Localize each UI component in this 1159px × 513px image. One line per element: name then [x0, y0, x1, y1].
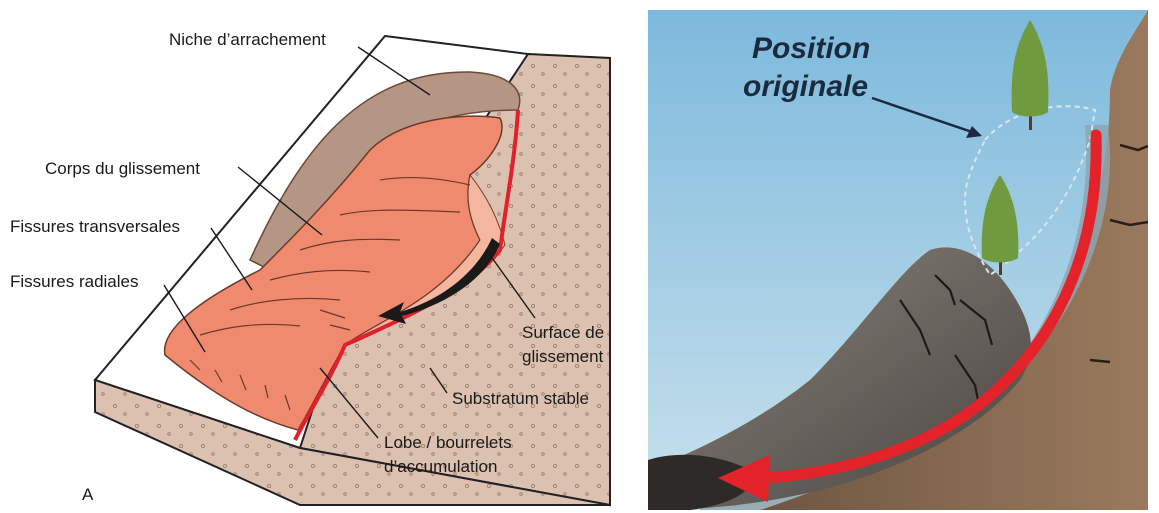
label-lobe-line2: d’accumulation [384, 457, 497, 476]
label-lobe-line1: Lobe / bourrelets [384, 433, 512, 452]
label-substratum: Substratum stable [452, 389, 589, 408]
landslide-block-diagram: Niche d’arrachement Corps du glissement … [10, 30, 610, 505]
label-position-line1: Position [752, 32, 870, 65]
landslide-cross-section: Position originale [648, 10, 1148, 510]
label-corps: Corps du glissement [45, 159, 200, 178]
label-fissures-transversales: Fissures transversales [10, 217, 180, 236]
label-position-line2: originale [743, 70, 868, 103]
label-fissures-radiales: Fissures radiales [10, 272, 139, 291]
label-surface-line1: Surface de [522, 323, 604, 342]
label-niche: Niche d’arrachement [169, 30, 326, 49]
label-surface-line2: glissement [522, 347, 604, 366]
panel-letter: A [82, 485, 94, 504]
